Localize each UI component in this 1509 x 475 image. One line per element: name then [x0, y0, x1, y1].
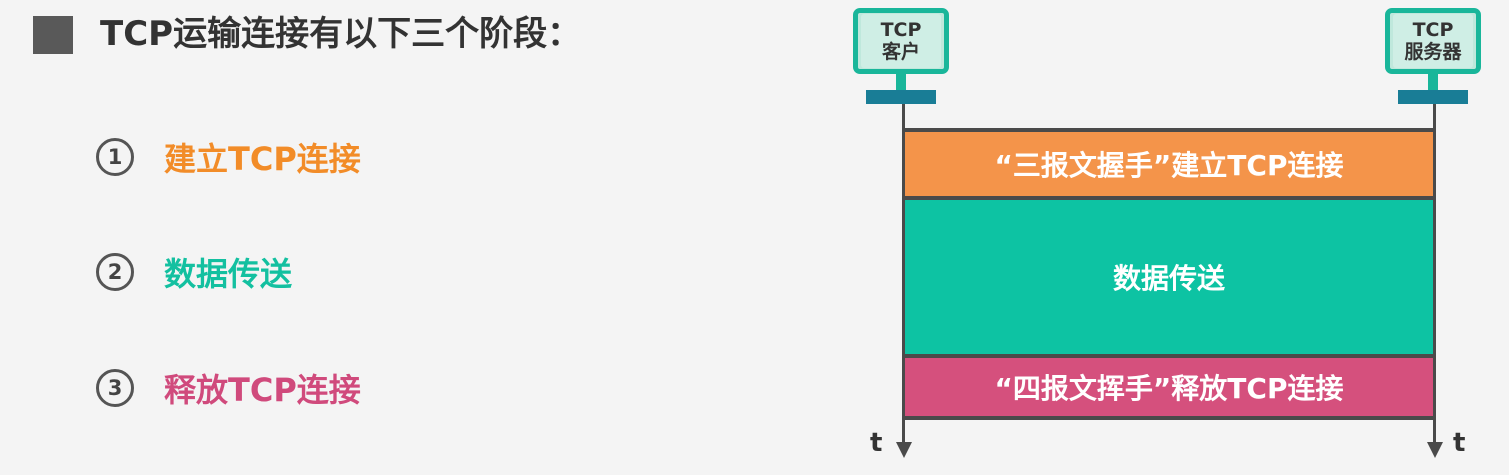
phase-teardown: “四报文挥手”释放TCP连接	[905, 354, 1433, 420]
list-item-transfer: 2 数据传送	[96, 250, 292, 294]
client-label-line1: TCP	[880, 19, 922, 41]
number-circle-icon: 1	[96, 138, 134, 176]
client-label-line2: 客户	[881, 41, 920, 63]
phase-handshake: “三报文握手”建立TCP连接	[905, 128, 1433, 196]
list-item-establish: 1 建立TCP连接	[96, 135, 361, 179]
server-timeline	[1433, 104, 1436, 444]
tcp-client-computer-icon: TCP 客户	[853, 8, 949, 104]
client-timeline	[902, 104, 905, 444]
number-circle-icon: 3	[96, 369, 134, 407]
arrow-down-icon	[896, 442, 912, 458]
number-circle-icon: 2	[96, 253, 134, 291]
client-time-label: t	[870, 428, 883, 458]
server-label-line1: TCP	[1412, 19, 1454, 41]
item-label: 建立TCP连接	[164, 140, 361, 178]
tcp-server-computer-icon: TCP 服务器	[1385, 8, 1481, 104]
item-label: 数据传送	[164, 255, 293, 293]
server-label-line2: 服务器	[1404, 41, 1462, 63]
monitor-neck	[1428, 74, 1438, 90]
item-label: 释放TCP连接	[164, 371, 361, 409]
server-time-label: t	[1453, 428, 1466, 458]
phase-data-transfer: 数据传送	[905, 196, 1433, 354]
monitor-screen: TCP 客户	[853, 8, 949, 74]
monitor-base	[866, 90, 936, 104]
monitor-screen: TCP 服务器	[1385, 8, 1481, 74]
list-item-release: 3 释放TCP连接	[96, 366, 361, 410]
page-title: TCP运输连接有以下三个阶段：	[100, 14, 582, 54]
monitor-neck	[896, 74, 906, 90]
arrow-down-icon	[1427, 442, 1443, 458]
bullet-square-icon	[33, 16, 73, 54]
monitor-base	[1398, 90, 1468, 104]
